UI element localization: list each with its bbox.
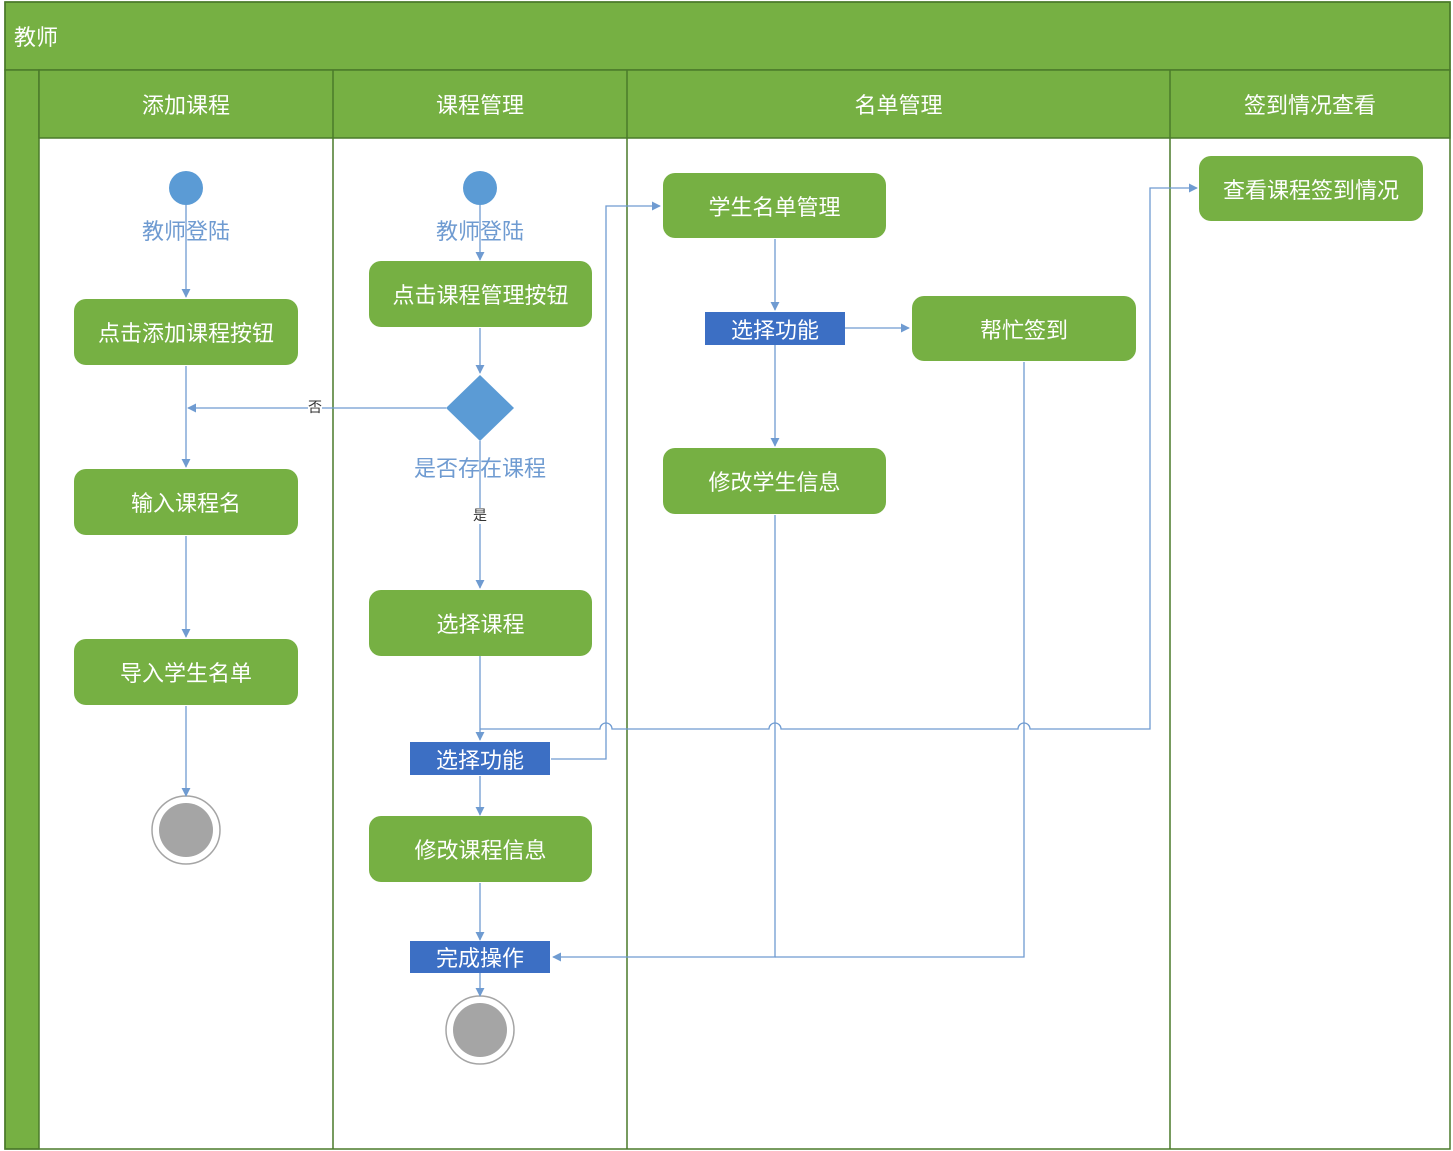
join-bar-complete: 完成操作	[410, 941, 550, 973]
activity-student-list-manage: 学生名单管理	[663, 173, 886, 238]
decision-label: 是否存在课程	[413, 457, 547, 482]
pool-header	[4, 1, 1451, 71]
start-label: 教师登陆	[141, 220, 231, 245]
activity-view-signin: 查看课程签到情况	[1199, 156, 1423, 221]
edge-label-no: 否	[308, 400, 322, 416]
activity-edit-student-info: 修改学生信息	[663, 448, 886, 514]
start-node-manage-course	[463, 171, 497, 205]
lane-header-roster-manage: 名单管理	[854, 94, 943, 119]
lane-header-add-course: 添加课程	[141, 94, 230, 119]
pool-title: 教师	[14, 26, 59, 51]
fork-bar-select-function: 选择功能	[705, 312, 845, 345]
lane-header-band	[38, 69, 1451, 139]
activity-input-course-name: 输入课程名	[74, 469, 298, 535]
activity-edit-course-info: 修改课程信息	[369, 816, 592, 882]
decision-diamond	[446, 375, 514, 441]
flow-line	[775, 362, 1025, 958]
fork-bar-select-function: 选择功能	[410, 742, 550, 775]
start-label: 教师登陆	[435, 220, 525, 245]
end-node-inner	[159, 803, 213, 857]
activity-click-add-course: 点击添加课程按钮	[74, 299, 298, 365]
activity-import-students: 导入学生名单	[74, 639, 298, 705]
lane-header-signin-view: 签到情况查看	[1243, 94, 1376, 119]
flow-arrow	[480, 183, 1198, 730]
activity-select-course: 选择课程	[369, 590, 592, 656]
activity-click-manage-course: 点击课程管理按钮	[369, 261, 592, 327]
edge-label-yes: 是	[473, 508, 487, 524]
end-node-inner	[453, 1003, 507, 1057]
flow-arrow	[552, 515, 776, 962]
activity-help-signin: 帮忙签到	[912, 296, 1136, 361]
flow-arrow	[551, 201, 661, 760]
pool-side-band	[4, 69, 40, 1150]
lane-header-course-manage: 课程管理	[435, 94, 524, 119]
pool-border	[4, 1, 1451, 1150]
start-node-add-course	[169, 171, 203, 205]
